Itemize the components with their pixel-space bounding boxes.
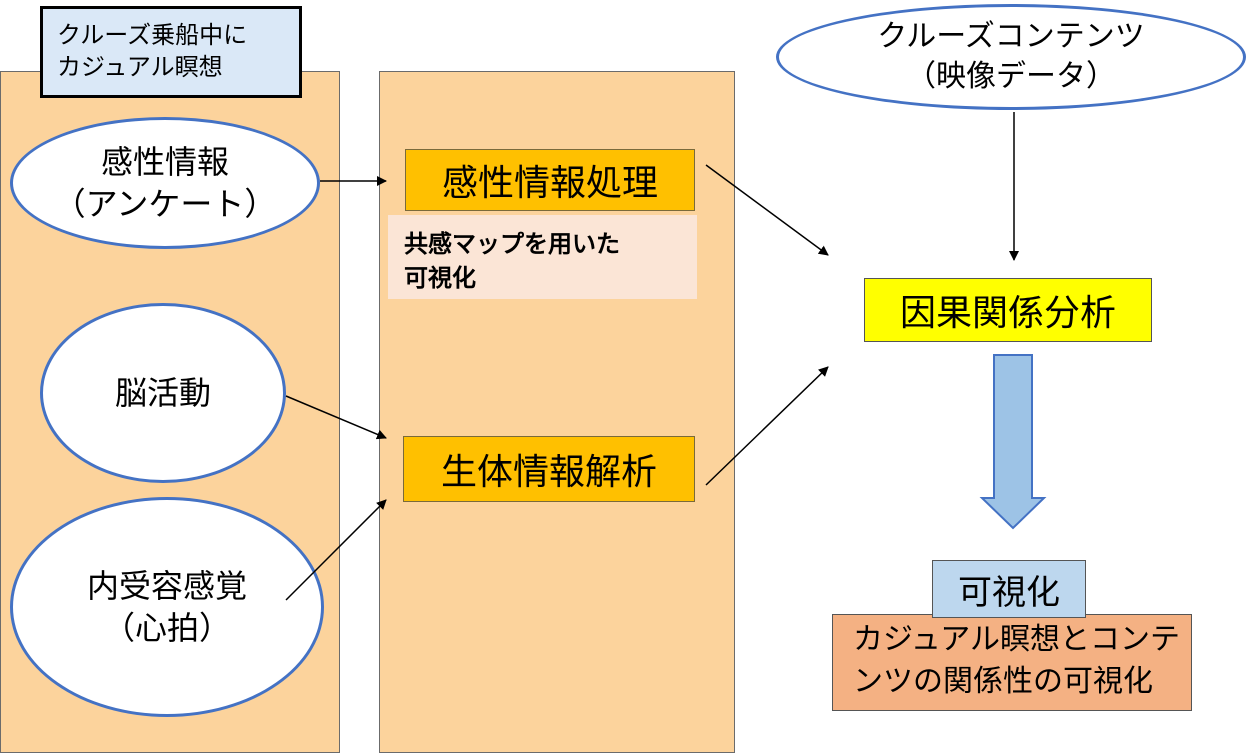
- cruise-content-ellipse: クルーズコンテンツ （映像データ）: [776, 4, 1246, 110]
- down-block-arrow: [979, 354, 1047, 530]
- visualization-description-line-2: ンツの関係性の可視化: [853, 664, 1153, 699]
- bio-analysis-box: 生体情報解析: [403, 436, 695, 502]
- empathy-map-note-line-1: 共感マップを用いた: [404, 230, 620, 258]
- bio-analysis-label: 生体情報解析: [440, 452, 657, 493]
- kansei-processing-box: 感性情報処理: [405, 149, 695, 211]
- visualization-description-box: カジュアル瞑想とコンテ ンツの関係性の可視化: [832, 614, 1192, 711]
- brain-activity-label: 脳活動: [114, 374, 211, 412]
- cruise-content-sublabel: （映像データ）: [906, 59, 1116, 94]
- kansei-info-label: 感性情報: [100, 143, 229, 181]
- cruise-content-label: クルーズコンテンツ: [877, 19, 1145, 54]
- arrow-bio-to-causal: [705, 366, 829, 486]
- title-box: クルーズ乗船中に カジュアル瞑想: [40, 6, 302, 98]
- interoception-label: 内受容感覚: [86, 567, 247, 605]
- kansei-info-ellipse: 感性情報 （アンケート）: [10, 117, 320, 249]
- kansei-info-sublabel: （アンケート）: [53, 185, 277, 223]
- visualization-description-line-1: カジュアル瞑想とコンテ: [853, 622, 1180, 657]
- empathy-map-note: 共感マップを用いた 可視化: [388, 215, 697, 299]
- interoception-sublabel: （心拍）: [102, 609, 231, 647]
- interoception-ellipse: 内受容感覚 （心拍）: [10, 497, 324, 717]
- title-line-1: クルーズ乗船中に: [57, 21, 248, 49]
- visualization-label: 可視化: [958, 572, 1060, 613]
- causal-analysis-box: 因果関係分析: [864, 278, 1152, 342]
- visualization-label-box: 可視化: [932, 560, 1086, 618]
- arrow-interoception-to-bio: [285, 499, 387, 601]
- brain-activity-ellipse: 脳活動: [40, 303, 286, 483]
- kansei-processing-label: 感性情報処理: [441, 163, 658, 204]
- arrow-kansei-processing-to-causal: [705, 164, 829, 256]
- empathy-map-note-line-2: 可視化: [404, 264, 476, 292]
- arrow-brain-to-bio: [285, 395, 387, 440]
- causal-analysis-label: 因果関係分析: [899, 293, 1116, 334]
- title-line-2: カジュアル瞑想: [57, 53, 223, 81]
